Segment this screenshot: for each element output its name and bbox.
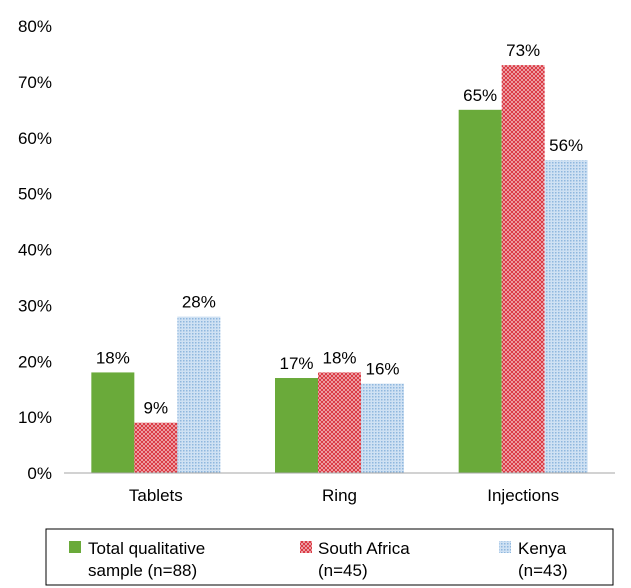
- legend-swatch: [69, 541, 81, 553]
- y-tick-label: 40%: [18, 241, 52, 260]
- y-axis: 0% 10% 20% 30% 40% 50% 60% 70% 80%: [18, 17, 52, 483]
- x-axis: Tablets Ring Injections: [64, 472, 615, 505]
- bar: [91, 372, 135, 473]
- y-tick-label: 0%: [27, 464, 52, 483]
- legend-swatch: [300, 541, 312, 553]
- bars: [91, 65, 588, 474]
- legend-label: South Africa(n=45): [318, 539, 410, 580]
- data-label: 17%: [279, 354, 313, 373]
- y-tick-label: 10%: [18, 408, 52, 427]
- data-label: 18%: [96, 348, 130, 367]
- data-label: 16%: [365, 360, 399, 379]
- bar: [458, 109, 502, 473]
- y-tick-label: 30%: [18, 296, 52, 315]
- y-tick-label: 70%: [18, 73, 52, 92]
- bar: [177, 316, 221, 473]
- bar: [275, 378, 318, 473]
- x-tick-label: Tablets: [129, 486, 183, 505]
- bar: [501, 65, 545, 474]
- data-label: 56%: [549, 136, 583, 155]
- data-label: 9%: [144, 399, 169, 418]
- data-labels: 18% 9% 28% 17% 18% 16% 65% 73% 56%: [96, 41, 583, 418]
- bar: [361, 383, 404, 473]
- x-tick-label: Ring: [322, 486, 357, 505]
- bar: [318, 372, 361, 473]
- y-tick-label: 50%: [18, 185, 52, 204]
- legend-label: Kenya(n=43): [518, 539, 568, 580]
- data-label: 28%: [182, 293, 216, 312]
- y-tick-label: 80%: [18, 17, 52, 36]
- legend-box: [45, 528, 614, 586]
- data-label: 18%: [322, 348, 356, 367]
- legend-swatch: [499, 541, 511, 553]
- x-tick-label: Injections: [487, 486, 559, 505]
- data-label: 65%: [463, 86, 497, 105]
- bar: [134, 422, 178, 473]
- data-label: 73%: [506, 41, 540, 60]
- bar: [544, 160, 588, 473]
- y-tick-label: 20%: [18, 352, 52, 371]
- y-tick-label: 60%: [18, 129, 52, 148]
